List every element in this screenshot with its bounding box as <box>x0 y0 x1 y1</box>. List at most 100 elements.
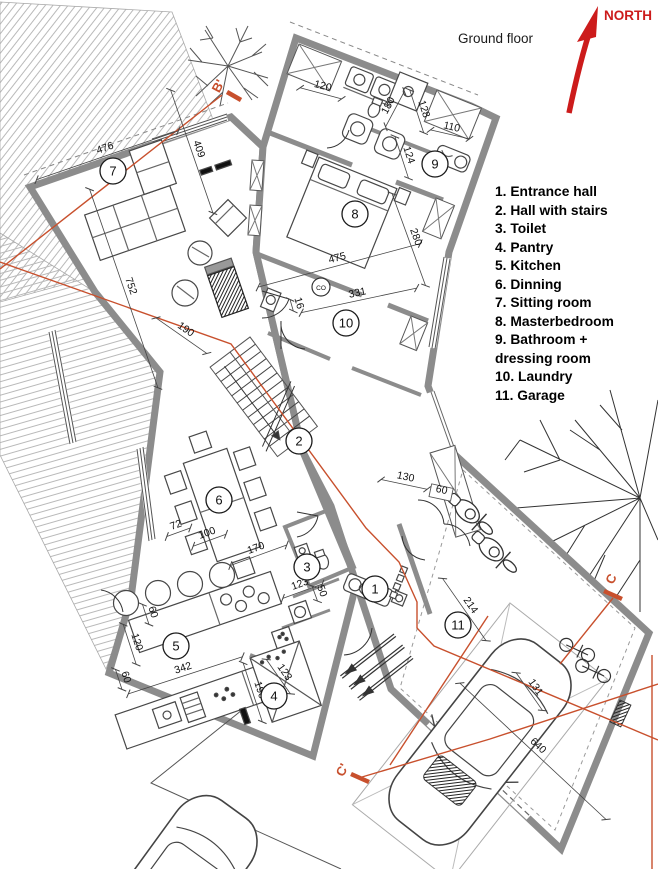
section-lines <box>0 90 658 869</box>
legend-item: 8. Masterbedroom <box>495 313 614 329</box>
legend-item: 6. Dinning <box>495 276 562 292</box>
dimension-label: 124 <box>390 134 417 181</box>
dimension-label: 280 <box>387 191 431 288</box>
room-legend: 1. Entrance hall 2. Hall with stairs 3. To… <box>495 183 614 405</box>
legend-item: 5. Kitchen <box>495 258 561 273</box>
tv-unit <box>198 159 233 176</box>
dimension-label: 128 <box>405 87 432 136</box>
legend-item: 4. Pantry <box>495 239 554 255</box>
legend-item: 3. Toilet <box>495 221 547 236</box>
north-arrow-icon <box>566 6 598 114</box>
svg-text:280: 280 <box>407 227 424 248</box>
svg-text:752: 752 <box>122 276 139 297</box>
door-threshold <box>238 706 252 726</box>
svg-text:170: 170 <box>246 539 267 556</box>
section-marker-C': C' <box>332 761 351 779</box>
svg-text:120: 120 <box>313 78 333 94</box>
room-number-8: 8 <box>341 200 369 228</box>
room-number-5: 5 <box>162 632 190 660</box>
svg-text:72: 72 <box>168 517 183 532</box>
room-number-1: 1 <box>361 575 389 603</box>
svg-text:2: 2 <box>295 434 302 449</box>
pouf <box>171 279 199 307</box>
washer <box>259 287 282 313</box>
room-number-2: 2 <box>285 427 313 455</box>
svg-text:10: 10 <box>339 316 353 331</box>
bar-stool <box>144 579 172 607</box>
fireplace <box>203 257 250 319</box>
appliance <box>270 625 296 651</box>
bar-stool <box>112 589 140 617</box>
storage-block <box>609 699 632 728</box>
duct-label: CO <box>316 285 326 292</box>
tree-icon <box>504 389 658 612</box>
dimension-label: 752 <box>85 187 163 390</box>
dimension-label: 100 <box>191 524 229 551</box>
svg-text:16: 16 <box>292 296 307 311</box>
dining-table <box>163 430 278 580</box>
svg-text:476: 476 <box>95 140 116 157</box>
doors <box>100 129 471 656</box>
svg-text:124: 124 <box>400 145 417 166</box>
svg-text:110: 110 <box>442 119 461 134</box>
svg-text:128: 128 <box>415 99 432 120</box>
dimension-label: 60 <box>138 602 160 627</box>
room-number-6: 6 <box>205 486 233 514</box>
dimension-box <box>428 483 454 502</box>
svg-text:50: 50 <box>314 583 329 598</box>
svg-text:60: 60 <box>145 605 160 620</box>
svg-text:475: 475 <box>327 250 347 266</box>
svg-text:120: 120 <box>128 632 145 653</box>
room-number-11: 11 <box>444 611 472 639</box>
dimension-label: 409 <box>166 87 218 216</box>
dimension-label: 110 <box>426 119 474 143</box>
room-number-10: 10 <box>332 309 360 337</box>
tree-icon <box>187 25 269 107</box>
svg-text:331: 331 <box>348 285 368 300</box>
svg-text:60: 60 <box>118 670 133 685</box>
dimension-label: 342 <box>126 652 245 699</box>
shower <box>387 71 429 112</box>
dressing-chair <box>373 128 406 160</box>
room-number-9: 9 <box>421 150 449 178</box>
svg-text:11: 11 <box>451 618 465 633</box>
sofa <box>83 139 187 262</box>
dimension-label: 50 <box>307 583 330 604</box>
svg-text:409: 409 <box>190 139 207 160</box>
dimension-label: 60 <box>435 483 449 497</box>
legend-item: 11. Garage <box>495 387 565 403</box>
svg-text:8: 8 <box>351 207 358 222</box>
legend-item: 2. Hall with stairs <box>495 202 608 218</box>
section-marker-C: C <box>602 571 620 587</box>
dimension-label: 475 <box>255 239 423 292</box>
bar-stool <box>176 570 204 598</box>
legend-item: dressing room <box>495 350 591 366</box>
legend-item: 1. Entrance hall <box>495 184 597 199</box>
kitchen-island <box>127 570 283 654</box>
legend-item: 7. Sitting room <box>495 295 592 310</box>
svg-text:9: 9 <box>431 157 438 172</box>
dimension-label: 120 <box>118 622 145 667</box>
dimension-label: 72 <box>164 517 193 541</box>
legend-item: 10. Laundry <box>495 369 573 384</box>
svg-text:5: 5 <box>172 639 179 654</box>
coat-rack <box>388 565 409 600</box>
svg-text:7: 7 <box>109 164 116 179</box>
kitchen-counter <box>114 654 302 750</box>
svg-text:3: 3 <box>303 560 310 575</box>
page-title: Ground floor <box>458 31 534 46</box>
toilet <box>367 96 384 118</box>
svg-text:C: C <box>602 571 620 587</box>
svg-text:1: 1 <box>371 582 378 597</box>
armchair <box>208 198 248 238</box>
svg-text:4: 4 <box>270 689 277 704</box>
svg-text:100: 100 <box>197 524 218 541</box>
svg-text:C': C' <box>332 761 351 779</box>
dimension-label: 16 <box>285 296 307 314</box>
room-number-7: 7 <box>99 157 127 185</box>
svg-text:60: 60 <box>435 483 449 497</box>
dimension-label: 170 <box>228 539 289 570</box>
dimension-label: 60 <box>111 667 133 692</box>
